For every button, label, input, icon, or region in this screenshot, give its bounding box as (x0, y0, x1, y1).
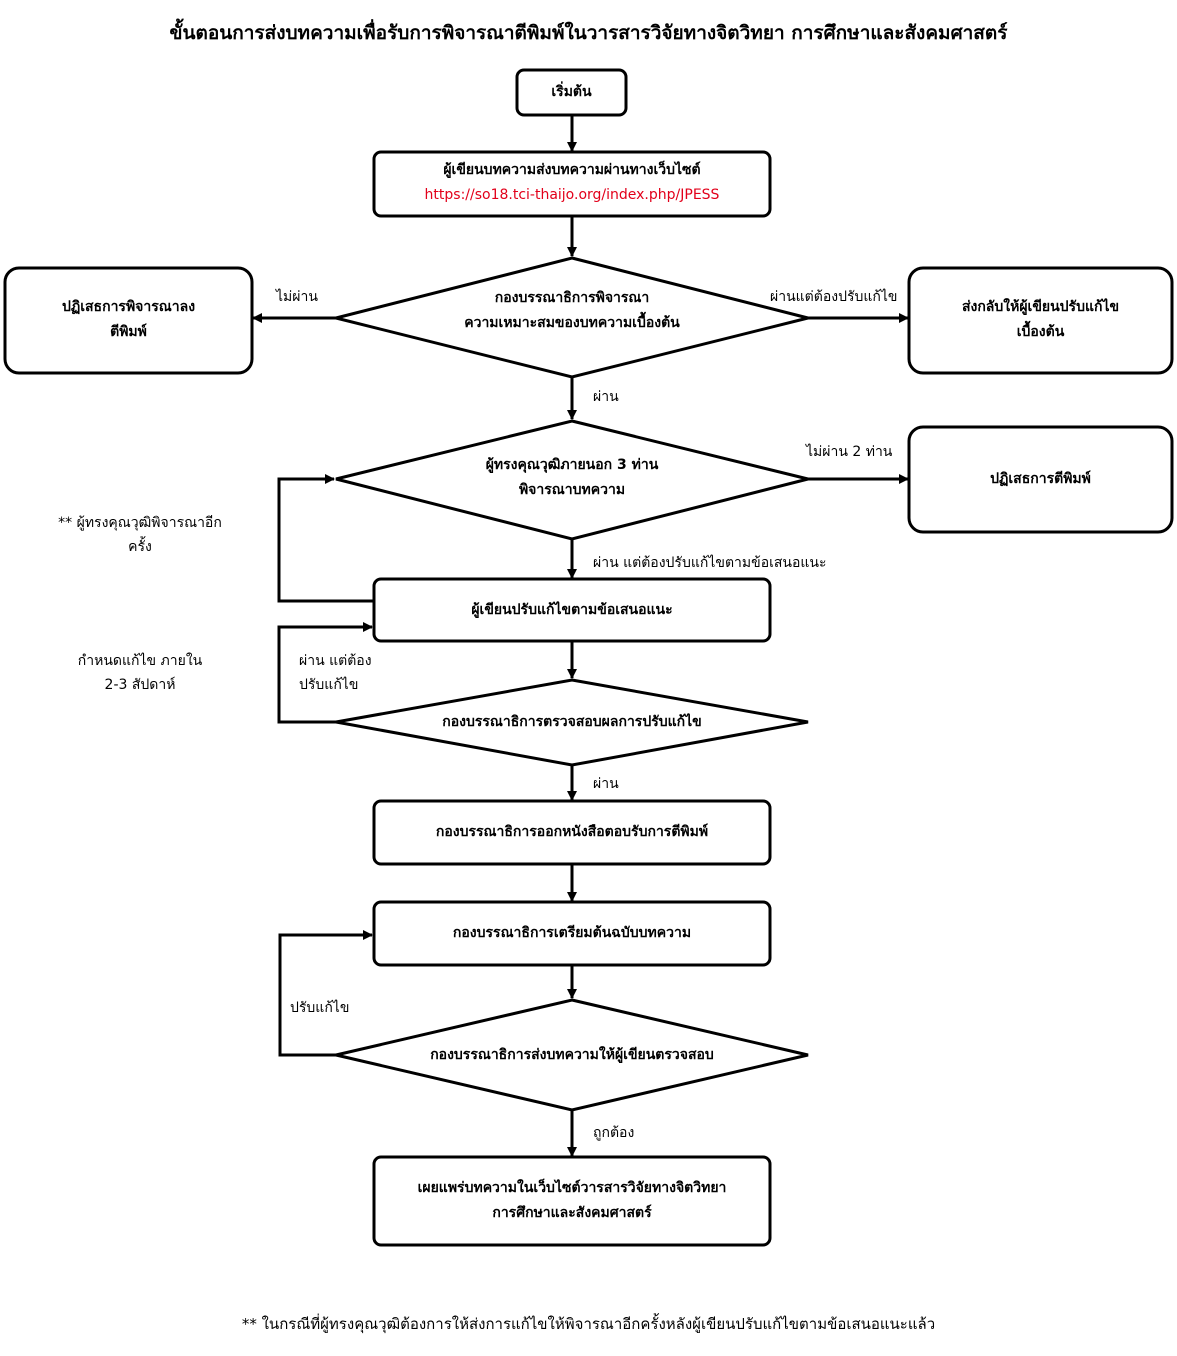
label-pass-revise-suggest: ผ่าน แต่ต้องปรับแก้ไขตามข้อเสนอแนะ (593, 555, 827, 571)
submit-text: ผู้เขียนบทความส่งบทความผ่านทางเว็บไซต์ (443, 162, 701, 178)
label-pass-but-revise: ผ่านแต่ต้องปรับแก้ไข (770, 289, 898, 305)
publish-label: เผยแพร่บทความในเว็บไซต์วารสารวิจัยทางจิต… (417, 1180, 727, 1221)
screening-label: กองบรรณาธิการพิจารณา ความเหมาะสมของบทควา… (464, 290, 680, 331)
start-label: เริ่มต้น (551, 84, 592, 100)
label-fail: ไม่ผ่าน (276, 289, 318, 305)
return-author-label: ส่งกลับให้ผู้เขียนปรับแก้ไข เบื้องต้น (961, 299, 1120, 340)
reject-consideration-label: ปฏิเสธการพิจารณาลง ตีพิมพ์ (61, 299, 196, 340)
label-revise-loop: ปรับแก้ไข (290, 1000, 350, 1016)
footnote: ** ในกรณีที่ผู้ทรงคุณวุฒิต้องการให้ส่งกา… (241, 1315, 936, 1333)
label-pass-screen: ผ่าน (593, 389, 619, 405)
return-author-box (907, 266, 1174, 375)
note-deadline: กำหนดแก้ไข ภายใน 2-3 สัปดาห์ (77, 653, 203, 693)
journal-url-link[interactable]: https://so18.tci-thaijo.org/index.php/JP… (424, 187, 720, 203)
loop-rereview (277, 474, 374, 603)
label-correct: ถูกต้อง (593, 1125, 635, 1141)
loop-check-revise (277, 622, 373, 724)
note-rereview: ** ผู้ทรงคุณวุฒิพิจารณาอีก ครั้ง (58, 515, 222, 555)
proof-label: กองบรรณาธิการส่งบทความให้ผู้เขียนตรวจสอบ (430, 1047, 714, 1063)
acceptance-letter-label: กองบรรณาธิการออกหนังสือตอบรับการตีพิมพ์ (435, 824, 709, 840)
submit-label: ผู้เขียนบทความส่งบทความผ่านทางเว็บไซต์ h… (374, 158, 770, 208)
loop-proof-prepare (278, 930, 373, 1057)
author-revise-label: ผู้เขียนปรับแก้ไขตามข้อเสนอแนะ (471, 602, 673, 618)
check-revision-label: กองบรรณาธิการตรวจสอบผลการปรับแก้ไข (442, 714, 702, 730)
reject-publication-box (907, 425, 1174, 534)
label-fail-two: ไม่ผ่าน 2 ท่าน (806, 444, 893, 460)
label-pass-revise-loop: ผ่าน แต่ต้อง ปรับแก้ไข (299, 653, 372, 693)
reject-publication-label: ปฏิเสธการตีพิมพ์ (990, 471, 1091, 487)
page-title: ขั้นตอนการส่งบทความเพื่อรับการพิจารณาตีพ… (169, 22, 1008, 44)
prepare-manuscript-label: กองบรรณาธิการเตรียมต้นฉบับบทความ (452, 925, 692, 941)
publish-box (372, 1155, 772, 1247)
label-pass-check: ผ่าน (593, 776, 619, 792)
peer-review-label: ผู้ทรงคุณวุฒิภายนอก 3 ท่าน พิจารณาบทความ (485, 457, 659, 498)
